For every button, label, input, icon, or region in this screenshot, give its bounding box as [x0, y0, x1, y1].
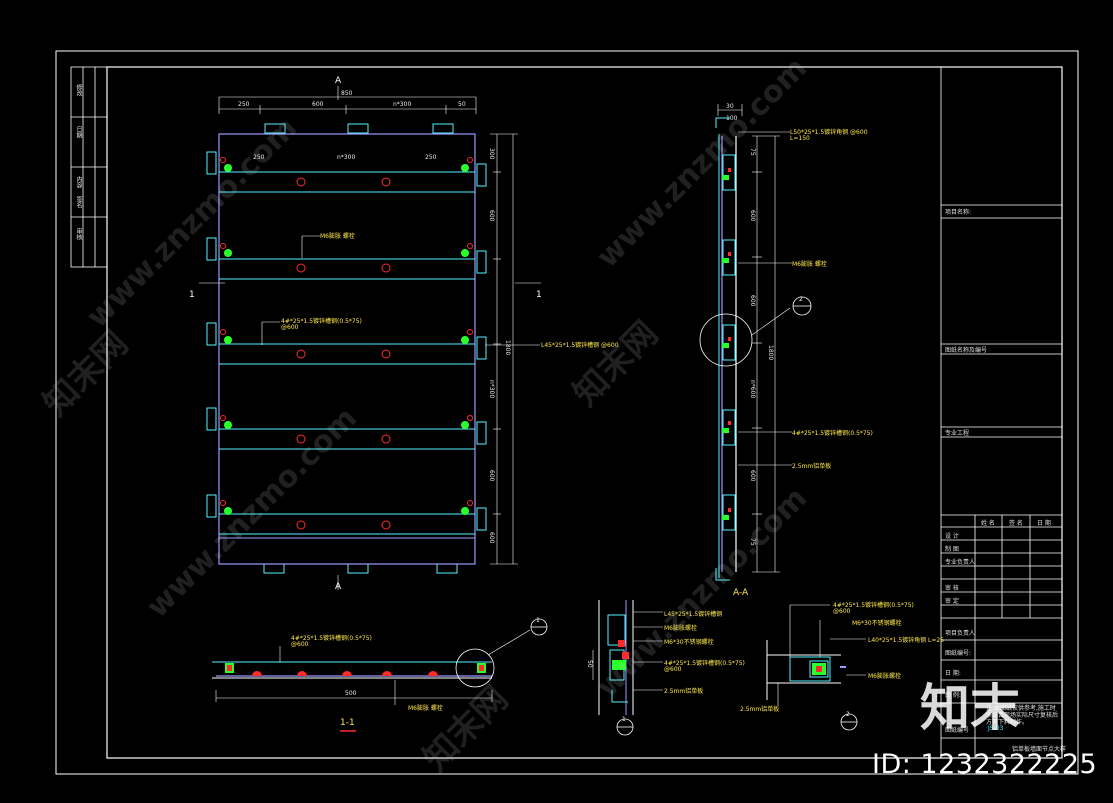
section-mark-1-left: 1 [189, 290, 195, 300]
detail-1-note-3: 4#*25*1.5镀锌槽钢(0.5*75) [664, 660, 745, 667]
tb-header-date: 日 期 [1037, 520, 1051, 527]
revision-row-3: 签名 [75, 196, 82, 208]
revision-table-grid [70, 66, 108, 268]
dim-right-4: 600 [488, 532, 495, 544]
section-aa-view [699, 104, 812, 581]
dim-top-2: n*300 [393, 101, 412, 108]
revision-row-2: 内容 [75, 176, 82, 188]
aa-note-3: 4#*25*1.5镀锌槽钢(0.5*75) [792, 430, 873, 437]
section-11-title: 1-1 [340, 718, 355, 728]
inner-frame [106, 66, 1063, 759]
tb-role-2: 专业负责人 [945, 559, 976, 566]
detail-2-note-2: M6*30不锈钢螺栓 [852, 620, 902, 627]
aa-top-dim-1: 100 [726, 115, 738, 122]
section-11-dim: 500 [345, 690, 357, 697]
detail-1-label: 1 [622, 716, 626, 723]
aa-dim-2: 600 [749, 295, 756, 307]
outer-frame [55, 50, 1079, 775]
tb-title-note: 铝单板墙面节点大样 [1012, 746, 1067, 753]
detail-2-note-1: @600 [833, 608, 851, 615]
detail-2-note-3: L40*25*1.5镀锌角钢 L=25 [868, 637, 945, 644]
section-11-note-sub: @600 [291, 641, 309, 648]
tb-drawing-name-label: 图纸名称及编号 [945, 347, 988, 354]
dim-top-0: 250 [238, 101, 250, 108]
tb-project-label: 项目名称: [945, 209, 972, 216]
detail-2-note-0: 4#*25*1.5镀锌槽钢(0.5*75) [833, 602, 914, 609]
tb-sheet-no-label: 图纸编号 [945, 727, 970, 734]
aa-note-0: L50*25*1.5镀锌角钢 @600 [790, 129, 868, 136]
aa-note-1: L=150 [790, 135, 810, 142]
image-id: ID: 1232322225 [872, 749, 1098, 780]
detail-2-note-5: 2.5mm铝单板 [740, 706, 780, 713]
dim-top-3: 50 [458, 101, 466, 108]
tb-sheet-label: 专业工程 [945, 430, 970, 437]
detail-2-label: 2 [846, 711, 850, 718]
detail-1-dim: 50 [586, 660, 593, 668]
dim-right-1: 600 [488, 210, 495, 222]
aa-dim-4: 600 [749, 470, 756, 482]
section-mark-a-top: A [335, 76, 342, 86]
aa-dim-3: n*600 [749, 380, 756, 399]
tb-drawing-no: JS-03 [988, 725, 1004, 732]
tb-role-3: 审 核 [945, 585, 959, 592]
dim-rail-1: n*300 [337, 154, 356, 161]
tb-scale-label: 比 例: [945, 692, 961, 699]
tb-header-sign: 签 名 [1009, 520, 1023, 527]
dim-top-1: 600 [312, 101, 324, 108]
aa-dim-0: 75 [749, 148, 756, 156]
revision-row-0: 修改 [75, 84, 82, 96]
detail-1-note-1: M6膨胀螺栓 [664, 625, 697, 632]
section-11-view [212, 618, 548, 732]
detail-1-note-5: 2.5mm铝单板 [664, 688, 704, 695]
aa-dim-5: 75 [749, 538, 756, 546]
aa-note-4: 2.5mm铝单板 [792, 463, 832, 470]
detail-2-note-4: M6膨胀螺栓 [868, 673, 901, 680]
revision-row-4: 审核 [75, 228, 82, 240]
dim-rail-2: 250 [425, 154, 437, 161]
dim-top-total: 850 [341, 90, 353, 97]
aa-dim-1: 600 [749, 210, 756, 222]
dim-right-2: n*300 [488, 380, 495, 399]
dim-right-0: 300 [488, 148, 495, 160]
title-block-grid [940, 67, 1062, 758]
detail-1-view [592, 600, 663, 736]
note-rail: M6膨胀 螺栓 [320, 233, 355, 240]
aa-top-dim-0: 30 [726, 103, 734, 110]
revision-row-1: 日期 [75, 126, 82, 138]
section-11-callout: 1 [536, 617, 540, 624]
tb-no-label: 图纸编号: [945, 650, 972, 657]
detail-1-note-2: M6*30不锈钢螺栓 [664, 639, 714, 646]
note-bolt: 4#*25*1.5镀锌槽钢(0.5*75) [281, 318, 362, 325]
section-mark-a-bottom: A [335, 582, 342, 592]
section-11-bottom-note: M6膨胀 螺栓 [408, 705, 443, 712]
dim-right-3: 600 [488, 470, 495, 482]
tb-role-0: 设 计 [945, 533, 959, 540]
section-11-note: 4#*25*1.5镀锌槽钢(0.5*75) [291, 635, 372, 642]
aa-detail-callout: 2 [799, 296, 803, 303]
section-aa-title: A-A [733, 588, 749, 598]
dim-right-total: 1800 [504, 340, 511, 356]
elevation-view [199, 86, 541, 590]
dim-rail-0: 250 [253, 154, 265, 161]
section-mark-1-right: 1 [536, 290, 542, 300]
detail-2-view [766, 604, 866, 731]
tb-header-name: 姓 名 [981, 520, 995, 527]
tb-role-1: 制 图 [945, 546, 959, 553]
note-bolt-sub: @600 [281, 324, 299, 331]
detail-1-note-4: @600 [664, 666, 682, 673]
tb-date-label: 日 期: [945, 670, 961, 677]
tb-role-5: 项目负责人 [945, 630, 976, 637]
tb-remark: 注:本图纸仅供参考,施工时须结合现场实际尺寸复核后方可下料制作。 [986, 705, 1059, 726]
aa-total: 1800 [767, 345, 774, 361]
detail-1-note-0: L45*25*1.5镀锌槽钢 [664, 611, 723, 618]
note-right: L45*25*1.5镀锌槽钢 @600 [541, 342, 619, 349]
brand-logo: 知末 [920, 679, 1020, 737]
tb-role-4: 审 定 [945, 598, 959, 605]
aa-note-2: M6膨胀 螺栓 [792, 261, 827, 268]
